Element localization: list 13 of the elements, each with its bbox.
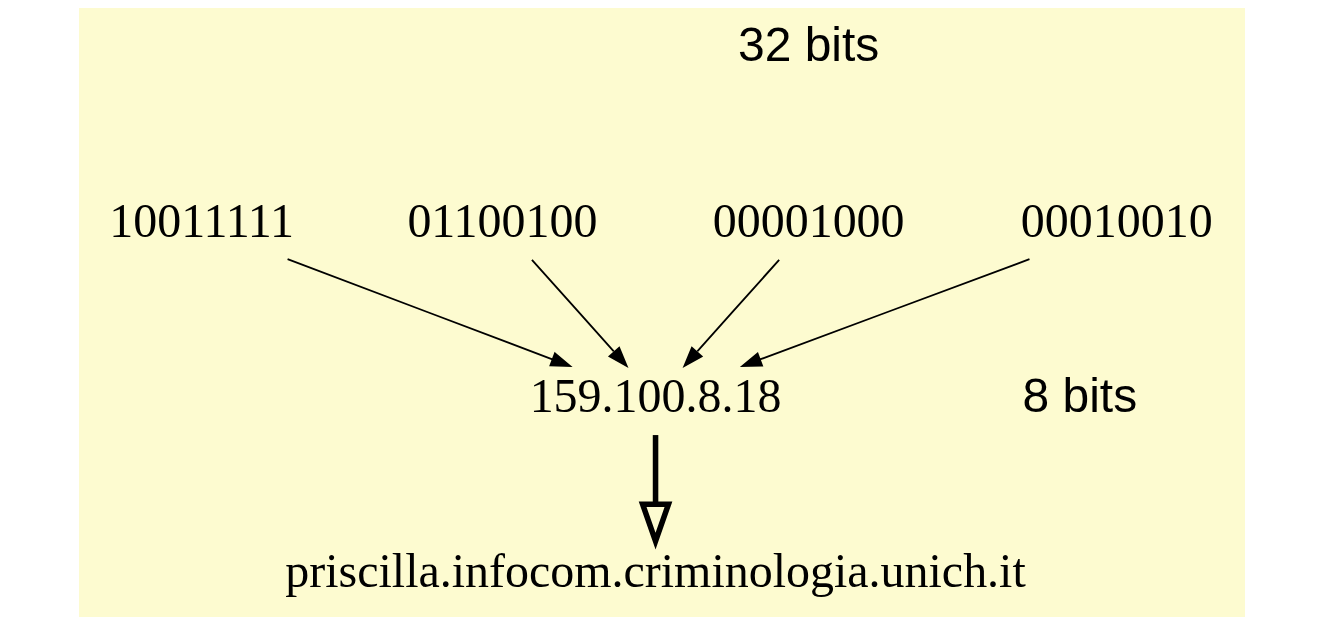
label: 32 bits bbox=[738, 18, 880, 72]
arrow bbox=[286, 258, 573, 367]
label: 8 bits bbox=[1022, 368, 1138, 422]
arrow bbox=[682, 258, 781, 368]
arrow bbox=[739, 258, 1031, 367]
arrow bbox=[531, 258, 629, 368]
node-text: 00001000 bbox=[712, 193, 905, 247]
node-text: 01100100 bbox=[407, 193, 598, 247]
arrow bbox=[638, 435, 673, 550]
node-text: 159.100.8.18 bbox=[529, 368, 782, 422]
node-text: priscilla.infocom.criminologia.unich.it bbox=[285, 544, 1026, 598]
node-text: 00010010 bbox=[1020, 193, 1213, 247]
node-text: 10011111 bbox=[109, 193, 295, 247]
